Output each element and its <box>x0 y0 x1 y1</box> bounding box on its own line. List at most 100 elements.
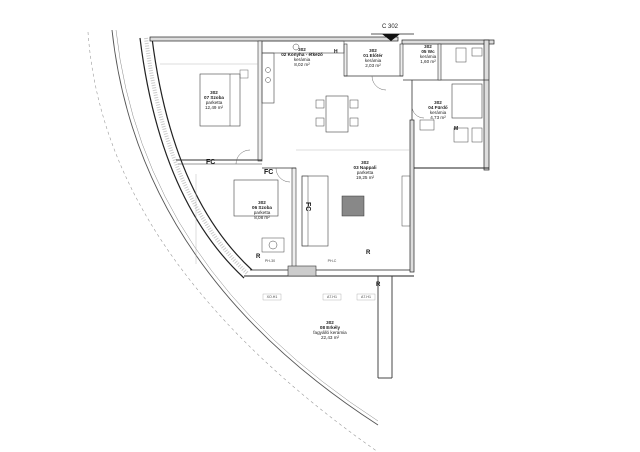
wc-sink <box>471 47 483 57</box>
kitchen-counter-top <box>261 40 345 54</box>
room-area: 1,60 m² <box>420 59 436 64</box>
tag-fc-2: FC <box>264 169 273 176</box>
chair-4 <box>349 117 359 127</box>
room-area: 22,43 m² <box>321 335 340 340</box>
room-area: 8,08 m² <box>254 215 270 220</box>
room-name: 07 Szoba <box>204 95 224 100</box>
hob-1 <box>265 67 271 73</box>
kitchen-counter-left <box>261 52 275 104</box>
tag-r-1: R <box>256 254 261 260</box>
chair-3 <box>349 99 359 109</box>
sofa-back <box>301 175 309 247</box>
room-number: 302 <box>361 160 369 165</box>
room-number: 302 <box>424 44 432 49</box>
washer <box>453 127 469 143</box>
tag-h: H <box>334 49 338 55</box>
balcony-curve-outer <box>111 29 379 426</box>
room-label-06: 302 06 Szoba parketta 8,08 m² <box>252 200 272 220</box>
tag-r-2: R <box>366 250 371 256</box>
door-entry <box>371 75 387 91</box>
room-area: 2,03 m² <box>365 63 381 68</box>
toilet-bath <box>471 127 483 143</box>
room-label-03: 302 03 Nappali parketta 19,25 m² <box>354 160 377 180</box>
bed-07 <box>199 73 241 127</box>
tag-r-3: R <box>376 282 381 288</box>
tv-unit <box>401 175 411 227</box>
chair-2 <box>315 117 325 127</box>
section-label: C 302 <box>382 24 399 30</box>
room-name: 04 Fürdő <box>428 105 448 110</box>
room-area: 12,49 m² <box>205 105 224 110</box>
curved-wall-outer <box>139 37 245 279</box>
nightstand-07 <box>239 69 249 79</box>
room-floor: parketta <box>254 210 271 215</box>
top-wall-right <box>401 39 495 45</box>
room-label-07: 302 07 Szoba parketta 12,49 m² <box>204 90 224 110</box>
note-pm-2: PH-C <box>328 259 337 263</box>
room-name: 02 Konyha - étkező <box>281 52 323 57</box>
tag-m: M <box>454 126 458 132</box>
room-number: 302 <box>298 47 306 52</box>
door-room07 <box>235 149 251 165</box>
room-floor: kerámia <box>420 54 437 59</box>
wall-entry-right <box>399 43 404 77</box>
note-w-2-frame <box>322 293 342 301</box>
room-area: 19,25 m² <box>356 175 375 180</box>
room-number: 302 <box>210 90 218 95</box>
room-number: 302 <box>369 48 377 53</box>
hob-2 <box>265 77 271 83</box>
door-bath <box>411 105 425 119</box>
note-w-3: A7.H1 <box>361 295 371 299</box>
tag-fc-1: FC <box>206 159 215 166</box>
curved-wall-hatch <box>144 37 250 276</box>
balcony-door-frame <box>287 265 317 277</box>
tag-fc-3: FC <box>304 202 311 211</box>
room-area: 4,73 m² <box>430 115 446 120</box>
right-wall <box>483 39 490 171</box>
room-label-04: 302 04 Fürdő kerámia 4,73 m² <box>428 100 448 120</box>
note-w-1: XO.H1 <box>267 295 278 299</box>
wall-room06-right <box>291 167 297 273</box>
note-pm-1: PH-30 <box>265 259 275 263</box>
room-number: 302 <box>326 320 334 325</box>
wall-entry-left <box>343 43 348 77</box>
sink <box>292 43 300 51</box>
wc-toilet <box>455 47 467 63</box>
coffee-table <box>341 195 365 217</box>
room-area: 8,02 m² <box>294 62 310 67</box>
room-name: 01 Előtér <box>363 53 383 58</box>
room-label-05: 302 05 Wc kerámia 1,60 m² <box>420 44 437 64</box>
room-floor: parketta <box>357 170 374 175</box>
wall-wc-left <box>437 43 442 81</box>
room-label-08: 302 08 Erkély fagyálló kerámia 22,43 m² <box>313 320 347 340</box>
dining-table <box>325 95 349 133</box>
room-name: 08 Erkély <box>320 325 341 330</box>
chair-06 <box>268 240 278 250</box>
room-name: 05 Wc <box>421 49 435 54</box>
room-floor: fagyálló kerámia <box>313 330 347 335</box>
room-number: 302 <box>258 200 266 205</box>
wall-kitchen-left <box>257 40 263 162</box>
top-wall <box>149 36 399 42</box>
desk-06 <box>261 237 285 253</box>
bath-sink <box>419 119 435 131</box>
curved-wall-inner <box>151 37 253 271</box>
room-name: 03 Nappali <box>354 165 377 170</box>
room-floor: kerámia <box>430 110 447 115</box>
note-w-2: A7.H1 <box>327 295 337 299</box>
bathtub <box>451 83 483 119</box>
note-w-1-frame <box>262 293 282 301</box>
bed-06 <box>233 179 279 217</box>
note-w-3-frame <box>356 293 376 301</box>
room-label-01: 302 01 Előtér kerámia 2,03 m² <box>363 48 383 68</box>
outer-arc-guide <box>87 31 379 452</box>
room-floor: kerámia <box>365 58 382 63</box>
room-name: 06 Szoba <box>252 205 272 210</box>
room-number: 302 <box>434 100 442 105</box>
room-floor: parketta <box>206 100 223 105</box>
balcony-curve-inner <box>115 29 379 422</box>
section-marker: C 302 <box>371 24 414 41</box>
living-right-wall <box>409 119 415 273</box>
room-floor: kerámia <box>294 57 311 62</box>
